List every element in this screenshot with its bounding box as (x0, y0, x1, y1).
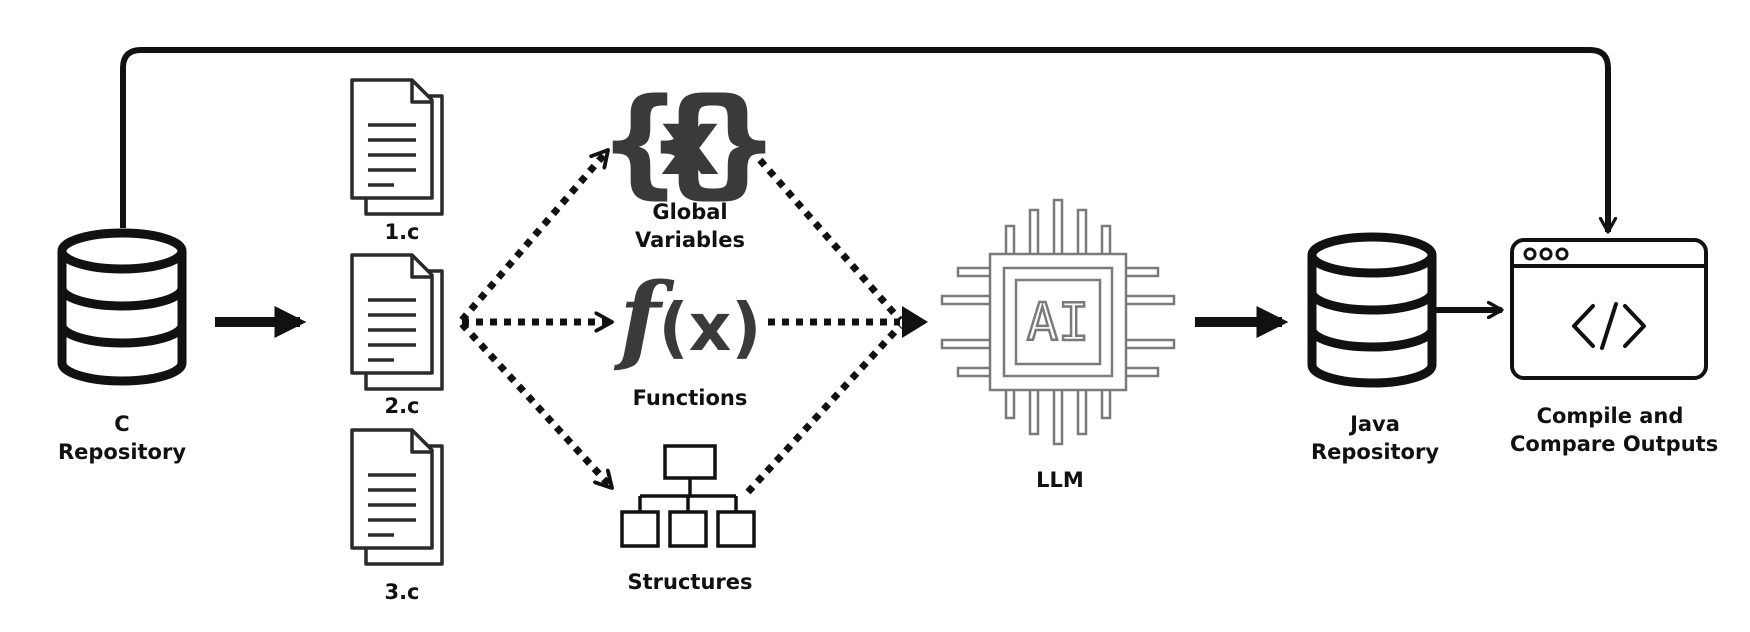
database-icon (1307, 232, 1437, 388)
label-java-repository: Java Repository (1300, 410, 1450, 466)
svg-text:{: { (646, 72, 730, 210)
document-icon (350, 78, 444, 216)
svg-text:x: x (660, 89, 719, 196)
dotted-arrows-to-llm (745, 157, 903, 495)
label-java-repository-line1: Java (1350, 412, 1400, 436)
label-file-3: 3.c (384, 580, 420, 604)
chip-ai-text: AI (1027, 293, 1090, 353)
brace-right: } (696, 72, 780, 210)
llm-arrowhead (902, 306, 928, 338)
feedback-arrow (120, 47, 1608, 232)
function-fx-icon: f (x) (613, 262, 761, 375)
database-icon (57, 228, 187, 386)
label-compile-compare-line1: Compile and (1536, 404, 1684, 428)
label-global-variables-line2: Variables (635, 228, 745, 252)
label-compile-compare: Compile and Compare Outputs (1510, 402, 1719, 458)
label-java-repository-line2: Repository (1310, 440, 1440, 464)
label-functions: Functions (632, 386, 748, 410)
document-icon (350, 253, 444, 391)
dotted-arrows-extract (459, 147, 615, 491)
label-global-variables: Global Variables (620, 198, 760, 254)
ai-chip-icon (940, 198, 1176, 446)
label-llm: LLM (1036, 468, 1084, 492)
label-global-variables-line1: Global (652, 200, 728, 224)
label-compile-compare-line2: Compare Outputs (1510, 432, 1719, 456)
svg-text:(x): (x) (659, 289, 762, 366)
hierarchy-icon (620, 444, 756, 548)
braces-x-icon: { x (646, 72, 730, 210)
label-file-2: 2.c (384, 394, 420, 418)
label-c-repository-line1: C (114, 412, 130, 436)
brace-left: { (598, 72, 682, 210)
browser-code-icon (1510, 238, 1708, 380)
label-c-repository: C Repository (52, 410, 192, 466)
label-file-1: 1.c (384, 220, 420, 244)
document-icon (350, 428, 444, 566)
label-c-repository-line2: Repository (57, 440, 187, 464)
label-structures: Structures (627, 570, 753, 594)
